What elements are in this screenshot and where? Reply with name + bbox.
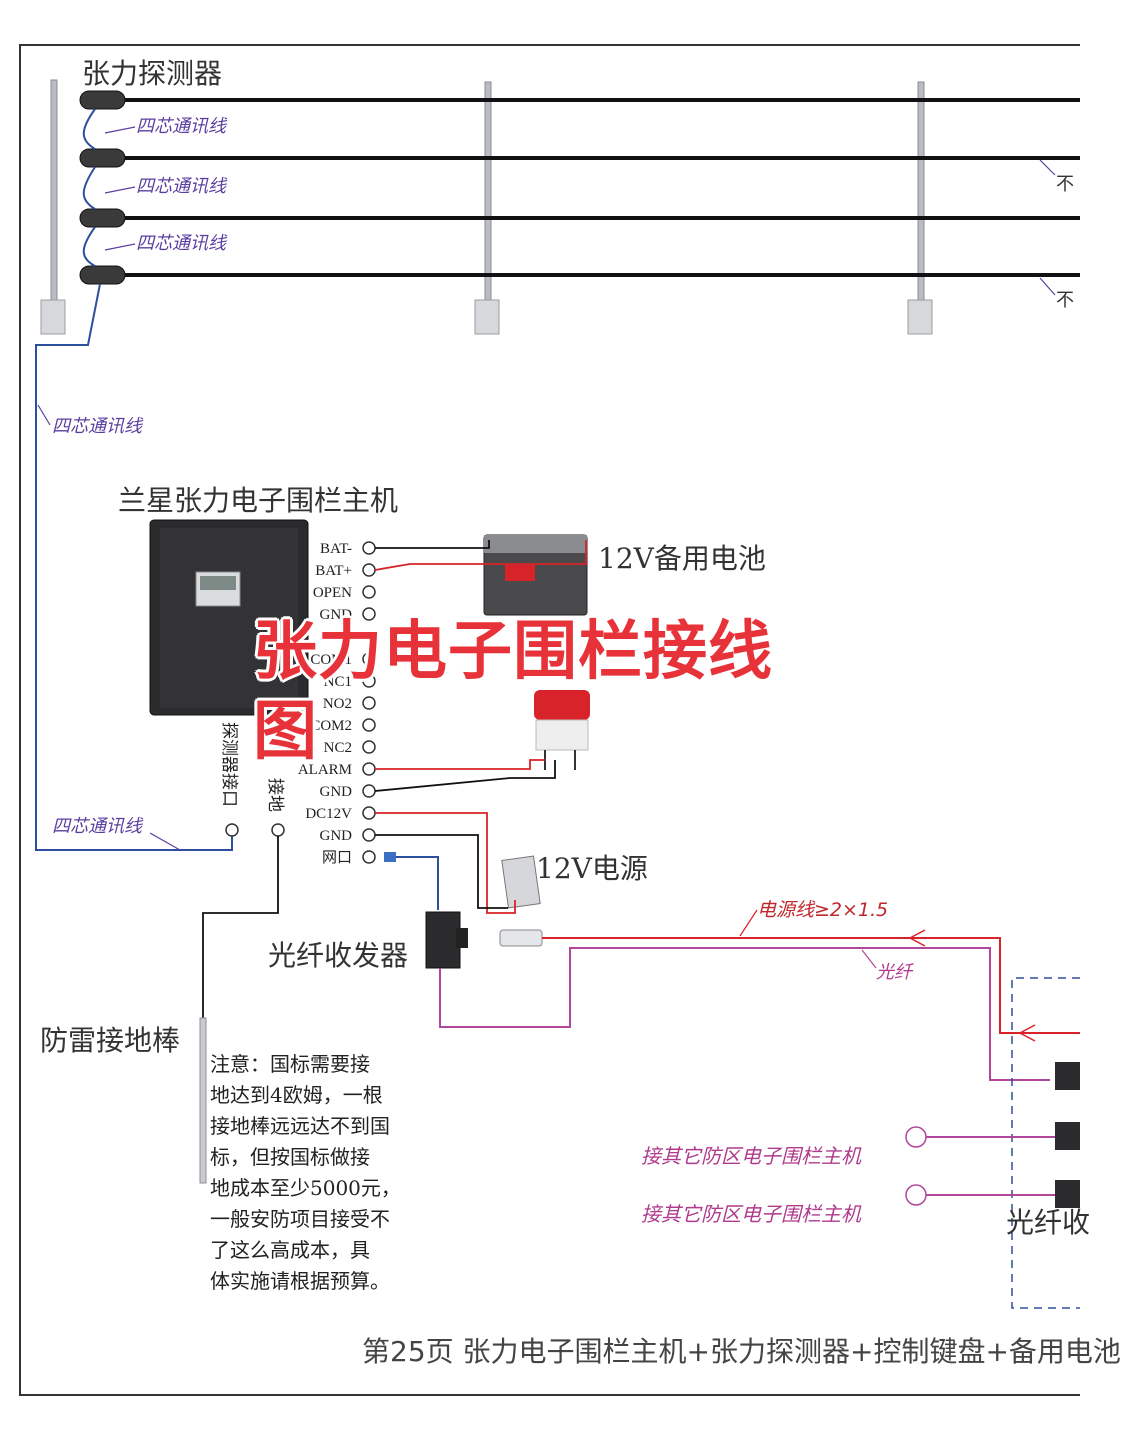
note-line-3: 标，但按国标做接 [210, 1145, 370, 1169]
terminal-label-0: BAT- [320, 541, 352, 557]
ground-rod [199, 1017, 207, 1184]
detector-chain-wire [35, 108, 233, 851]
note-line-1: 地达到4欧姆，一根 [210, 1083, 383, 1107]
other-zone-port-2 [905, 1184, 927, 1206]
dc12v-wire [375, 812, 516, 914]
wiring-diagram: 张力探测器 四芯通讯线 四芯通讯线 四芯通讯线 四芯通讯线 四芯通讯线 不 不 … [19, 44, 1121, 1396]
fiber-cabinet-partial-label: 光纤收 [1006, 1206, 1090, 1239]
four-core-wire-label-1: 四芯通讯线 [136, 116, 228, 137]
terminal-label-11: DC12V [305, 806, 352, 822]
four-core-wire-label-5: 四芯通讯线 [52, 816, 144, 837]
lightning-rod-label: 防雷接地棒 [40, 1024, 180, 1057]
tension-detector-label: 张力探测器 [82, 57, 222, 90]
note-line-5: 一般安防项目接受不 [210, 1207, 390, 1231]
wire-leaders [37, 126, 1056, 851]
ground-terminal [271, 823, 285, 837]
power-supply-label: 12V电源 [536, 852, 648, 885]
terminal-block: BAT- BAT+ OPEN GND COM1 NC1 NO2 COM2 NC2… [298, 541, 376, 866]
terminal-label-5: NC1 [324, 674, 352, 690]
four-core-wire-label-4: 四芯通讯线 [52, 416, 144, 437]
fence-post-left [40, 79, 66, 335]
terminal-label-3: GND [320, 607, 353, 623]
footer-caption: 第25页 张力电子围栏主机+张力探测器+控制键盘+备用电池 [362, 1335, 1121, 1368]
fence-post-right [907, 81, 933, 335]
alarm-strobe [534, 690, 590, 770]
power-line-spec-label: 电源线≥2×1.5 [757, 899, 888, 921]
terminal-label-8: NC2 [324, 740, 352, 756]
page-frame [19, 44, 1080, 1396]
detector-port-label: 探测器接口 [219, 722, 239, 807]
note-line-2: 接地棒远远达不到国 [210, 1114, 390, 1138]
note-line-6: 了这么高成本，具 [210, 1238, 370, 1262]
power-spec-leader [739, 909, 758, 937]
fiber-cabinet-boundary [1011, 977, 1080, 1309]
terminal-label-2: OPEN [313, 585, 352, 601]
diagram-canvas: 张力探测器 四芯通讯线 四芯通讯线 四芯通讯线 四芯通讯线 四芯通讯线 不 不 … [19, 44, 1090, 1396]
power-arrow-2 [1018, 1024, 1036, 1042]
terminal-label-1: BAT+ [315, 563, 352, 579]
network-cable [395, 856, 439, 910]
note-line-0: 注意：国标需要接 [210, 1052, 370, 1076]
gnd-power-wire [375, 834, 508, 909]
detector-port-terminal [225, 823, 239, 837]
fiber-label: 光纤 [876, 962, 914, 983]
four-core-wire-label-3: 四芯通讯线 [136, 233, 228, 254]
fiber-transceiver-unit [425, 911, 468, 969]
terminal-label-10: GND [320, 784, 353, 800]
bat-minus-wire [375, 540, 490, 549]
power-supply-unit [501, 855, 541, 909]
terminal-label-12: GND [320, 828, 353, 844]
backup-battery-label: 12V备用电池 [598, 542, 766, 575]
ground-label: 接地 [265, 778, 285, 812]
overlay-title: 张力电子围栏接线图 [253, 615, 773, 769]
fiber-leader [861, 949, 877, 969]
other-zone-host-label-1: 接其它防区电子围栏主机 [641, 1144, 862, 1168]
terminal-label-6: NO2 [323, 696, 352, 712]
bat-plus-wire [374, 540, 587, 571]
terminal-label-13: 网口 [322, 850, 352, 866]
other-zone-host-label-2: 接其它防区电子围栏主机 [641, 1202, 862, 1226]
fiber-line [439, 947, 1050, 1081]
note-line-7: 体实施请根据预算。 [210, 1269, 390, 1293]
terminal-label-4: COM1 [310, 652, 352, 668]
alarm-gnd-wire [374, 760, 556, 792]
right-partial-label-2: 不 [1056, 290, 1074, 311]
fiber-transceiver-label: 光纤收发器 [268, 939, 408, 972]
fence-post-middle [474, 81, 500, 335]
power-line [542, 937, 1080, 1034]
tension-detectors [79, 90, 126, 285]
other-zone-port-1 [905, 1126, 927, 1148]
rj45-plug [384, 852, 396, 862]
note-line-4: 地成本至少5000元， [210, 1176, 401, 1200]
alarm-wire [375, 759, 545, 770]
right-partial-label-1: 不 [1056, 174, 1074, 195]
power-connector [499, 929, 543, 947]
ground-wire [202, 836, 279, 1020]
backup-battery [483, 534, 588, 616]
power-arrow-1 [908, 929, 926, 947]
four-core-wire-label-2: 四芯通讯线 [136, 176, 228, 197]
host-title: 兰星张力电子围栏主机 [118, 484, 398, 517]
host-unit [149, 519, 309, 716]
terminal-label-9: ALARM [298, 762, 352, 778]
tension-wires [125, 98, 1080, 277]
grounding-note: 注意：国标需要接 地达到4欧姆，一根 接地棒远远达不到国 标，但按国标做接 地成… [210, 1052, 401, 1293]
cabinet-transceivers [1055, 1062, 1080, 1208]
terminal-label-7: COM2 [310, 718, 352, 734]
